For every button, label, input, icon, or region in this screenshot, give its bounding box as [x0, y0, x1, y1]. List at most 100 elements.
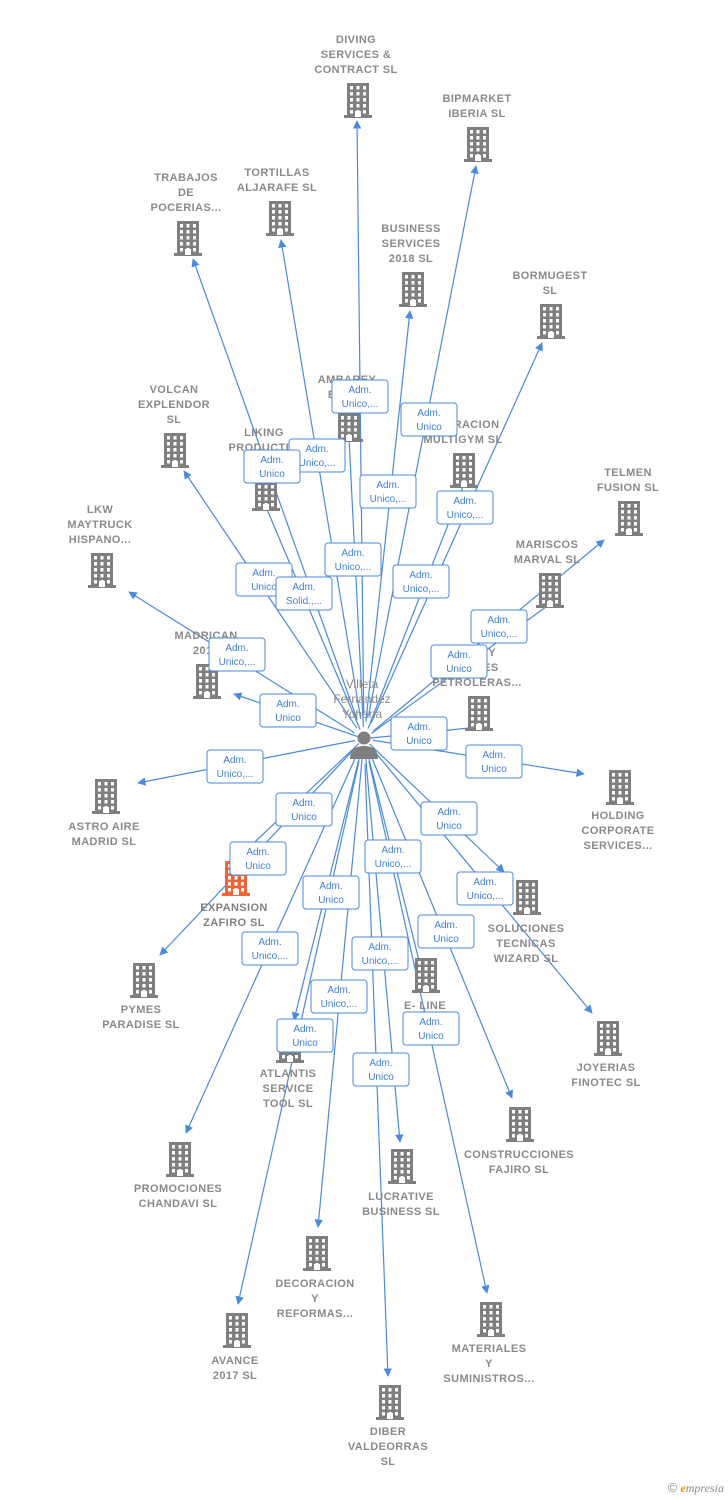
company-tortillas[interactable]: TORTILLAS ALJARAFE SL: [237, 167, 317, 236]
relation-label-line: Solid.,...: [286, 596, 322, 607]
company-soluciones[interactable]: SOLUCIONES TECNICAS WIZARD SL: [488, 880, 565, 965]
relation-label-line: Unico,...: [375, 859, 412, 870]
relation-label[interactable]: Adm.Unico,...: [351, 936, 409, 971]
relation-label[interactable]: Adm.Unico,...: [208, 637, 266, 672]
relation-label[interactable]: Adm.Unico: [229, 841, 287, 876]
edge-diving: [352, 120, 365, 715]
company-astro[interactable]: ASTRO AIRE MADRID SL: [68, 779, 139, 848]
company-label-line: ALJARAFE SL: [237, 182, 317, 194]
company-label-line: TECNICAS: [496, 938, 555, 950]
edge-bormugest: [370, 342, 543, 724]
relation-label[interactable]: Adm.Unico,...: [359, 474, 417, 509]
relation-label[interactable]: Adm.Unico,...: [456, 871, 514, 906]
relation-label[interactable]: Adm.Unico,...: [241, 931, 299, 966]
brand-logo[interactable]: empresia: [680, 1481, 724, 1495]
edge-tortillas: [278, 239, 362, 719]
building-icon: [92, 779, 120, 814]
relation-label[interactable]: Adm.Unico: [259, 693, 317, 728]
relation-label[interactable]: Adm.Unico: [352, 1052, 410, 1087]
relation-label-line: Adm.: [434, 920, 457, 931]
relation-box: [420, 801, 478, 836]
relation-label-line: Unico,...: [321, 999, 358, 1010]
relation-label-line: Unico: [416, 422, 442, 433]
relation-label[interactable]: Adm.Unico,...: [331, 379, 389, 414]
relation-label[interactable]: Adm.Unico: [430, 644, 488, 679]
relation-label-line: Adm.: [258, 937, 281, 948]
relation-label-line: Unico,...: [370, 494, 407, 505]
building-icon: [537, 304, 565, 339]
building-icon: [606, 770, 634, 805]
relation-box: [430, 644, 488, 679]
relation-label[interactable]: Adm.Unico,...: [436, 490, 494, 525]
relation-label[interactable]: Adm.Unico,...: [364, 839, 422, 874]
person-name-line: Fernandez: [333, 692, 390, 706]
company-label-line: FINOTEC SL: [571, 1077, 640, 1089]
relation-box: [465, 744, 523, 779]
relation-box: [275, 792, 333, 827]
relation-label-line: Adm.: [341, 548, 364, 559]
company-label-line: VOLCAN: [150, 384, 199, 396]
company-label-line: LIKING: [244, 427, 284, 439]
company-label-line: SL: [543, 285, 558, 297]
relation-label[interactable]: Adm.Unico: [420, 801, 478, 836]
relation-label-line: Adm.: [417, 408, 440, 419]
company-label-line: SOLUCIONES: [488, 923, 565, 935]
company-label-line: EXPLENDOR: [138, 399, 210, 411]
relation-label[interactable]: Adm.Unico: [275, 792, 333, 827]
company-label-line: TORTILLAS: [244, 167, 309, 179]
company-label-line: Y: [485, 1358, 493, 1370]
company-materiales[interactable]: MATERIALESYSUMINISTROS...: [443, 1302, 534, 1385]
company-label-line: BIPMARKET: [443, 93, 512, 105]
building-icon: [161, 433, 189, 468]
building-icon: [513, 880, 541, 915]
relation-label[interactable]: Adm.Unico: [243, 449, 301, 484]
relation-label[interactable]: Adm.Unico: [390, 716, 448, 751]
company-holding[interactable]: HOLDINGCORPORATESERVICES...: [581, 770, 654, 852]
relation-label[interactable]: Adm.Unico,...: [310, 979, 368, 1014]
relation-label[interactable]: Adm.Unico,...: [324, 542, 382, 577]
company-label-line: ASTRO AIRE: [68, 821, 139, 833]
relation-label[interactable]: Adm.Unico: [417, 914, 475, 949]
relation-box: [436, 490, 494, 525]
relation-box: [400, 402, 458, 437]
company-label-line: MADRID SL: [72, 836, 137, 848]
company-label-line: PROMOCIONES: [134, 1183, 222, 1195]
building-icon: [594, 1021, 622, 1056]
relation-label-line: Adm.: [487, 615, 510, 626]
relation-box: [390, 716, 448, 751]
relation-label-line: Adm.: [419, 1017, 442, 1028]
relation-label[interactable]: Adm.Unico,...: [392, 564, 450, 599]
company-label-line: DIVING: [336, 34, 376, 46]
relation-label[interactable]: Adm.Unico: [276, 1018, 334, 1053]
relation-label[interactable]: Adm.Solid.,...: [275, 576, 333, 611]
relation-label[interactable]: Adm.Unico,...: [470, 609, 528, 644]
relation-label[interactable]: Adm.Unico,...: [206, 749, 264, 784]
relation-label[interactable]: Adm.Unico: [302, 875, 360, 910]
person-name-line: Yohana: [342, 707, 383, 721]
company-label-line: HOLDING: [591, 810, 645, 822]
relation-label[interactable]: Adm.Unico: [402, 1011, 460, 1046]
company-trabajos[interactable]: TRABAJOSDEPOCERIAS...: [150, 172, 221, 256]
company-label-line: 2017 SL: [213, 1370, 257, 1382]
relation-label[interactable]: Adm.Unico: [465, 744, 523, 779]
relation-label-line: Adm.: [407, 722, 430, 733]
company-label-line: WIZARD SL: [494, 953, 559, 965]
relation-label[interactable]: Adm. Unico: [400, 402, 458, 437]
company-decoracion[interactable]: DECORACIONYREFORMAS...: [275, 1236, 354, 1320]
company-lkw[interactable]: LKWMAYTRUCKHISPANO...: [67, 504, 132, 588]
